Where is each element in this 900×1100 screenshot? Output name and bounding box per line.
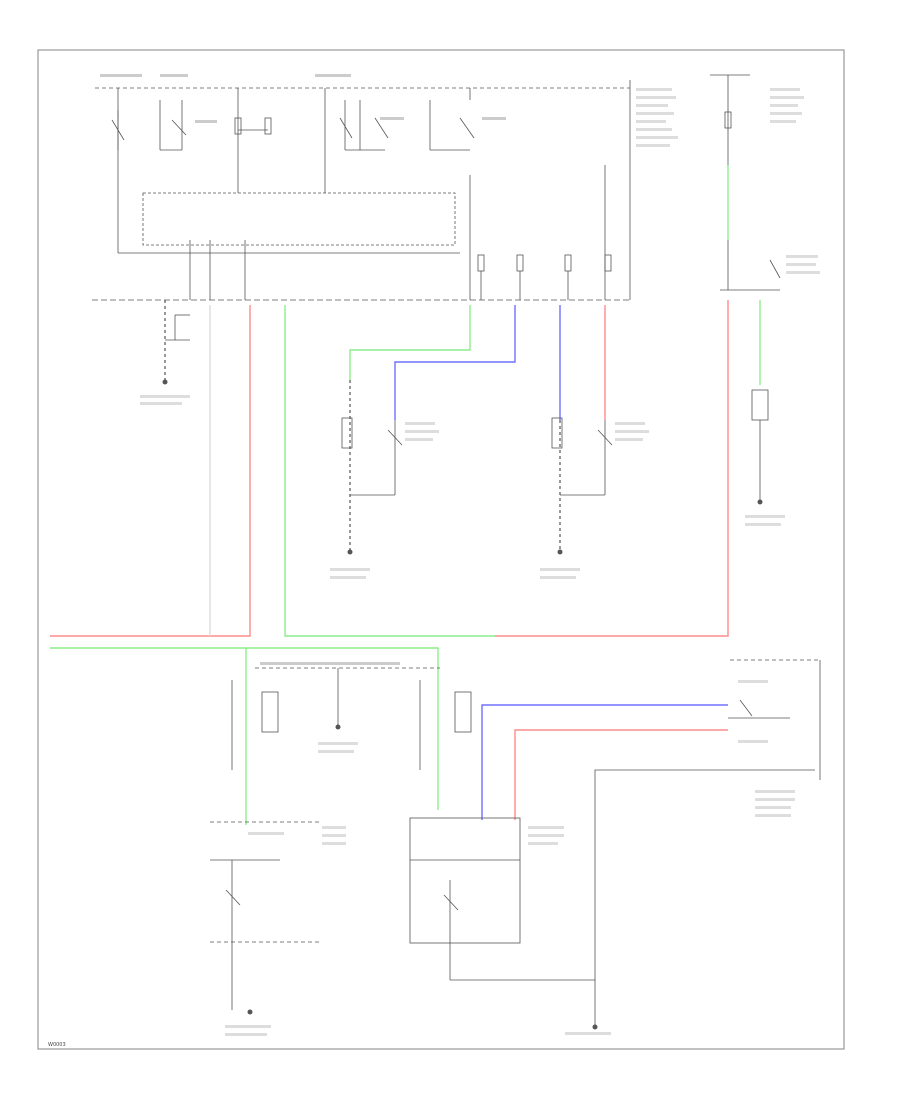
label-bar [770,88,800,91]
right-lower-module [409,769,815,1035]
diagram-code: W0003 [48,1042,66,1048]
label-bar [322,842,346,845]
wire-harness [50,165,761,825]
label-bar [786,271,820,274]
left-door-lock-actuator [330,380,439,579]
label-bar [322,834,346,837]
label-bar [745,515,785,518]
label-bar [260,662,400,665]
right-lower-switch [728,659,821,817]
left-lower-switch [210,821,346,1036]
label-bar [140,395,190,398]
label-bar [318,742,358,745]
label-bar [755,806,791,809]
label-bar [786,255,818,258]
label-bar [636,112,674,115]
label-bar [405,422,435,425]
label-bar [738,740,768,743]
label-bar [540,568,580,571]
label-bar [322,826,346,829]
label-bar [770,112,802,115]
label-bar [770,120,796,123]
label-bar [755,814,791,817]
label-bar [738,680,768,683]
left-ground [140,300,190,405]
label-bar [565,1032,611,1035]
label-bar [225,1033,267,1036]
label-bar [636,88,672,91]
label-bar [140,402,182,405]
label-bar [755,790,795,793]
right-door-lock-actuator [540,417,649,579]
label-bar [786,263,816,266]
label-bar [528,826,564,829]
label-bar [770,96,804,99]
label-bar [636,120,666,123]
label-bar [482,117,506,120]
label-bar [405,438,433,441]
label-bar [636,96,676,99]
label-bar [160,74,188,77]
label-bar [528,842,558,845]
label-bar [615,430,649,433]
label-bar [745,523,781,526]
label-bar [528,834,564,837]
label-bar [195,120,217,123]
label-bar [330,576,366,579]
label-bar [770,104,798,107]
label-bar [636,104,668,107]
label-bar [315,74,351,77]
label-bar [615,422,645,425]
label-bar [636,136,678,139]
label-bar [318,750,354,753]
label-bar [636,144,670,147]
label-bar [636,128,672,131]
lower-control-block [231,662,472,770]
junction-block [92,74,678,301]
label-bar [405,430,439,433]
label-bar [755,798,795,801]
label-bar [248,832,284,835]
label-bar [225,1025,271,1028]
label-bar [100,74,142,77]
label-bar [330,568,370,571]
right-door-switch [710,74,820,526]
label-bar [615,438,643,441]
diagram-frame [37,49,845,1050]
label-bar [540,576,576,579]
label-bar [380,117,404,120]
